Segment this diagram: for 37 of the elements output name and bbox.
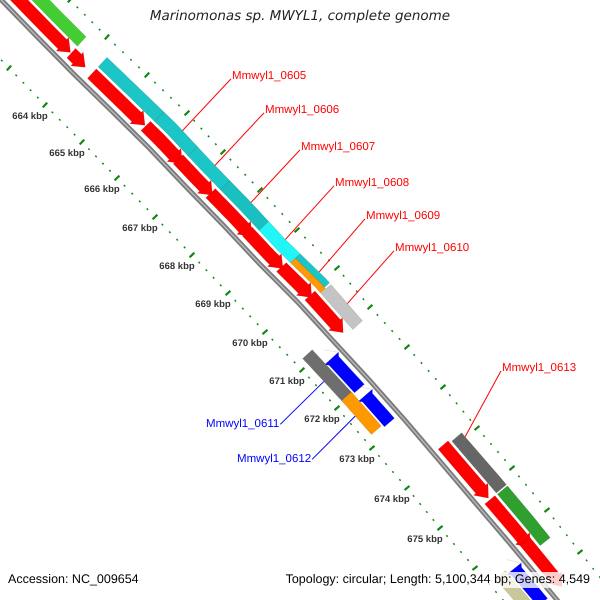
gene-label: Mmwyl1_0606: [265, 104, 340, 117]
leader-line: [318, 218, 366, 273]
gene-label: Mmwyl1_0611: [206, 418, 280, 431]
gene-label: Mmwyl1_0607: [301, 141, 376, 154]
scale-label: 668 kbp: [159, 262, 195, 272]
scale-label: 672 kbp: [304, 414, 340, 426]
gene-label: Mmwyl1_0609: [366, 210, 440, 223]
gene-bar: [341, 392, 382, 435]
leader-line: [284, 185, 334, 240]
gene-bar: [294, 253, 330, 288]
gene-bar: [154, 112, 198, 156]
leader-line: [346, 250, 394, 304]
gene-bar: [220, 180, 270, 231]
gene-label: Mmwyl1_0612: [237, 453, 312, 466]
scale-label: 667 kbp: [122, 224, 158, 234]
scale-label: 673 kbp: [339, 454, 375, 466]
gene-bar: [320, 284, 363, 330]
gene-bar: [451, 432, 507, 494]
scale-label: 675 kbp: [407, 534, 443, 546]
leader-line: [182, 78, 232, 132]
gene-label: Mmwyl1_0610: [395, 242, 470, 255]
gene-label: Mmwyl1_0605: [232, 70, 306, 83]
scale-label: 671 kbp: [269, 376, 305, 388]
gene-bar: [258, 221, 301, 264]
gene-bar: [188, 146, 230, 190]
scale-label: 665 kbp: [49, 148, 85, 160]
gene-label: Mmwyl1_0608: [335, 177, 410, 190]
scale-label: 674 kbp: [374, 494, 410, 506]
genome-info-text: Topology: circular; Length: 5,100,344 bp; Genes: 4,549: [284, 572, 592, 588]
gene-label: Mmwyl1_0613: [502, 362, 576, 375]
leader-line: [464, 370, 502, 438]
scale-label: 669 kbp: [195, 300, 231, 310]
scale-label: 666 kbp: [84, 184, 120, 196]
scale-label: 670 kbp: [232, 338, 268, 350]
accession-text: Accession: NC_009654: [6, 572, 141, 588]
diagram-title: Marinomonas sp. MWYL1, complete genome: [148, 9, 452, 24]
scale-label: 664 kbp: [12, 112, 48, 122]
